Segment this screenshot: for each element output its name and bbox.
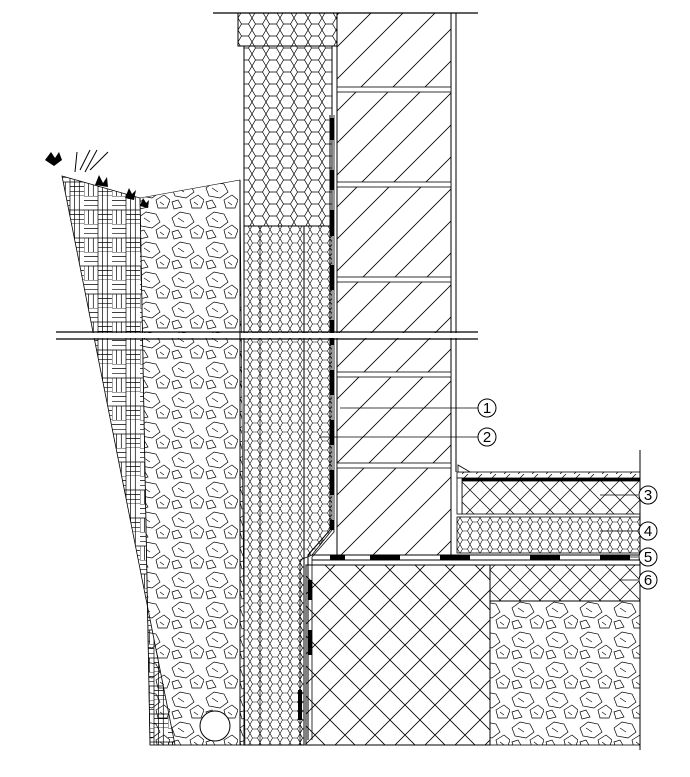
callout-leaders: [320, 407, 638, 581]
subbase-concrete: [489, 564, 641, 602]
callout-6: 6: [644, 572, 652, 589]
gravel-fill: [489, 600, 641, 746]
floor-layers: [456, 450, 641, 750]
plants-icon: [45, 149, 149, 208]
footing: [305, 564, 491, 746]
masonry-wall: [336, 12, 457, 556]
callout-3: 3: [644, 487, 652, 504]
perimeter-insulation-upper: [243, 45, 333, 227]
callout-1: 1: [483, 400, 491, 417]
soil-backfill: [61, 175, 246, 746]
drain-pipe: [199, 710, 231, 742]
callouts: [477, 398, 658, 590]
callout-4: 4: [644, 523, 652, 540]
callout-5: 5: [644, 549, 652, 566]
perimeter-insulation-lower: [243, 225, 305, 746]
callout-2: 2: [483, 429, 491, 446]
capping-insulation: [237, 12, 338, 47]
